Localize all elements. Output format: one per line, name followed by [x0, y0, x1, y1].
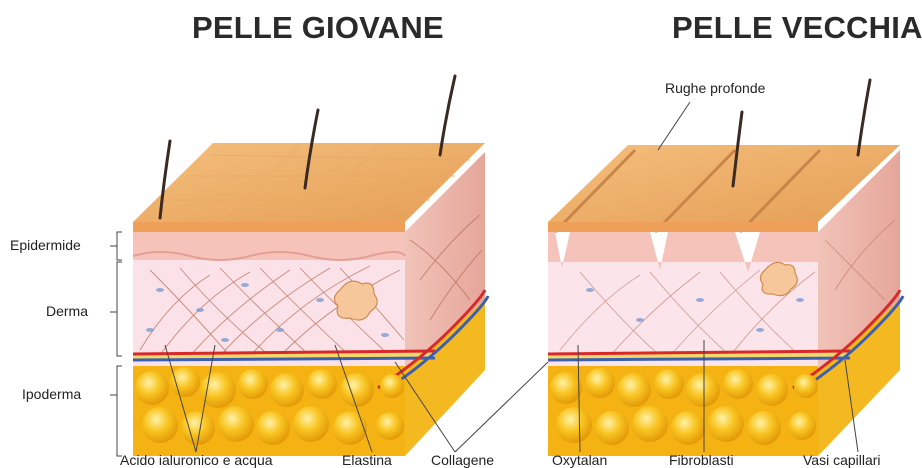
- label-epidermis: Epidermide: [10, 237, 81, 253]
- label-dermis: Derma: [46, 303, 88, 319]
- label-capillaries: Vasi capillari: [803, 452, 881, 468]
- old-skin-block: [548, 80, 903, 456]
- label-hyaluronic-acid: Acido ialuronico e acqua: [120, 452, 273, 468]
- label-hypodermis: Ipoderma: [22, 386, 81, 402]
- label-fibroblasts: Fibroblasti: [669, 452, 734, 468]
- label-elastin: Elastina: [342, 452, 392, 468]
- label-deep-wrinkles: Rughe profonde: [665, 80, 765, 96]
- label-oxytalan: Oxytalan: [552, 452, 607, 468]
- young-skin-block: [133, 76, 488, 456]
- label-collagen: Collagene: [431, 452, 494, 468]
